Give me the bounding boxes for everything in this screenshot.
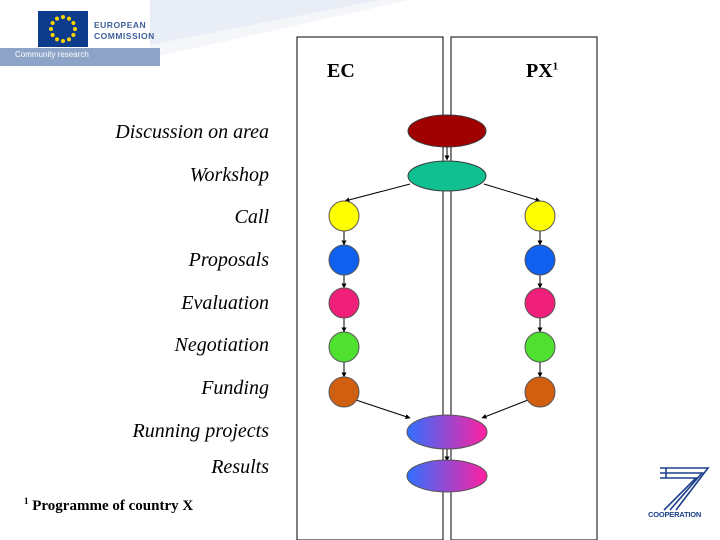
european-commission-logo: EUROPEAN COMMISSION Community research bbox=[0, 0, 160, 66]
ec-column bbox=[296, 36, 444, 540]
logo-subtitle: Community research bbox=[15, 50, 89, 59]
header-band bbox=[0, 0, 410, 66]
ec-negotiation-node bbox=[328, 331, 360, 363]
px-header-text: PX bbox=[526, 60, 553, 82]
footnote-marker: 1 bbox=[24, 496, 29, 506]
footnote-text: Programme of country X bbox=[28, 498, 194, 514]
discussion-node bbox=[407, 114, 487, 148]
px-proposals-node bbox=[524, 244, 556, 276]
px-negotiation-node bbox=[524, 331, 556, 363]
px-header-sup: 1 bbox=[552, 60, 559, 73]
fp7-cooperation-logo: COOPERATION bbox=[646, 464, 716, 528]
stage-label-results: Results bbox=[211, 456, 269, 478]
workshop-node bbox=[407, 160, 487, 192]
running-projects-node bbox=[406, 414, 488, 450]
ec-evaluation-node bbox=[328, 287, 360, 319]
stage-label-discussion: Discussion on area bbox=[115, 121, 269, 143]
ec-funding-node bbox=[328, 376, 360, 408]
fp7-seven-icon bbox=[660, 467, 710, 511]
px-call-node bbox=[524, 200, 556, 232]
eu-flag-icon bbox=[38, 11, 88, 47]
org-line-2: COMMISSION bbox=[94, 31, 155, 41]
stage-label-proposals: Proposals bbox=[188, 249, 269, 271]
stage-label-running-projects: Running projects bbox=[132, 420, 269, 442]
px-funding-node bbox=[524, 376, 556, 408]
stage-label-workshop: Workshop bbox=[189, 164, 269, 186]
px-column bbox=[450, 36, 598, 540]
ec-column-header: EC bbox=[327, 60, 355, 82]
px-column-header: PX1 bbox=[526, 60, 558, 83]
fp7-logo-text: COOPERATION bbox=[648, 510, 702, 519]
stage-label-funding: Funding bbox=[201, 377, 269, 399]
footnote: 1 Programme of country X bbox=[24, 496, 193, 515]
ec-call-node bbox=[328, 200, 360, 232]
org-line-1: EUROPEAN bbox=[94, 20, 147, 30]
organization-name: EUROPEAN COMMISSION bbox=[94, 20, 155, 42]
px-evaluation-node bbox=[524, 287, 556, 319]
stage-label-evaluation: Evaluation bbox=[181, 292, 269, 314]
ec-proposals-node bbox=[328, 244, 360, 276]
stage-label-negotiation: Negotiation bbox=[174, 334, 269, 356]
stage-label-call: Call bbox=[234, 206, 269, 228]
results-node bbox=[406, 459, 488, 493]
